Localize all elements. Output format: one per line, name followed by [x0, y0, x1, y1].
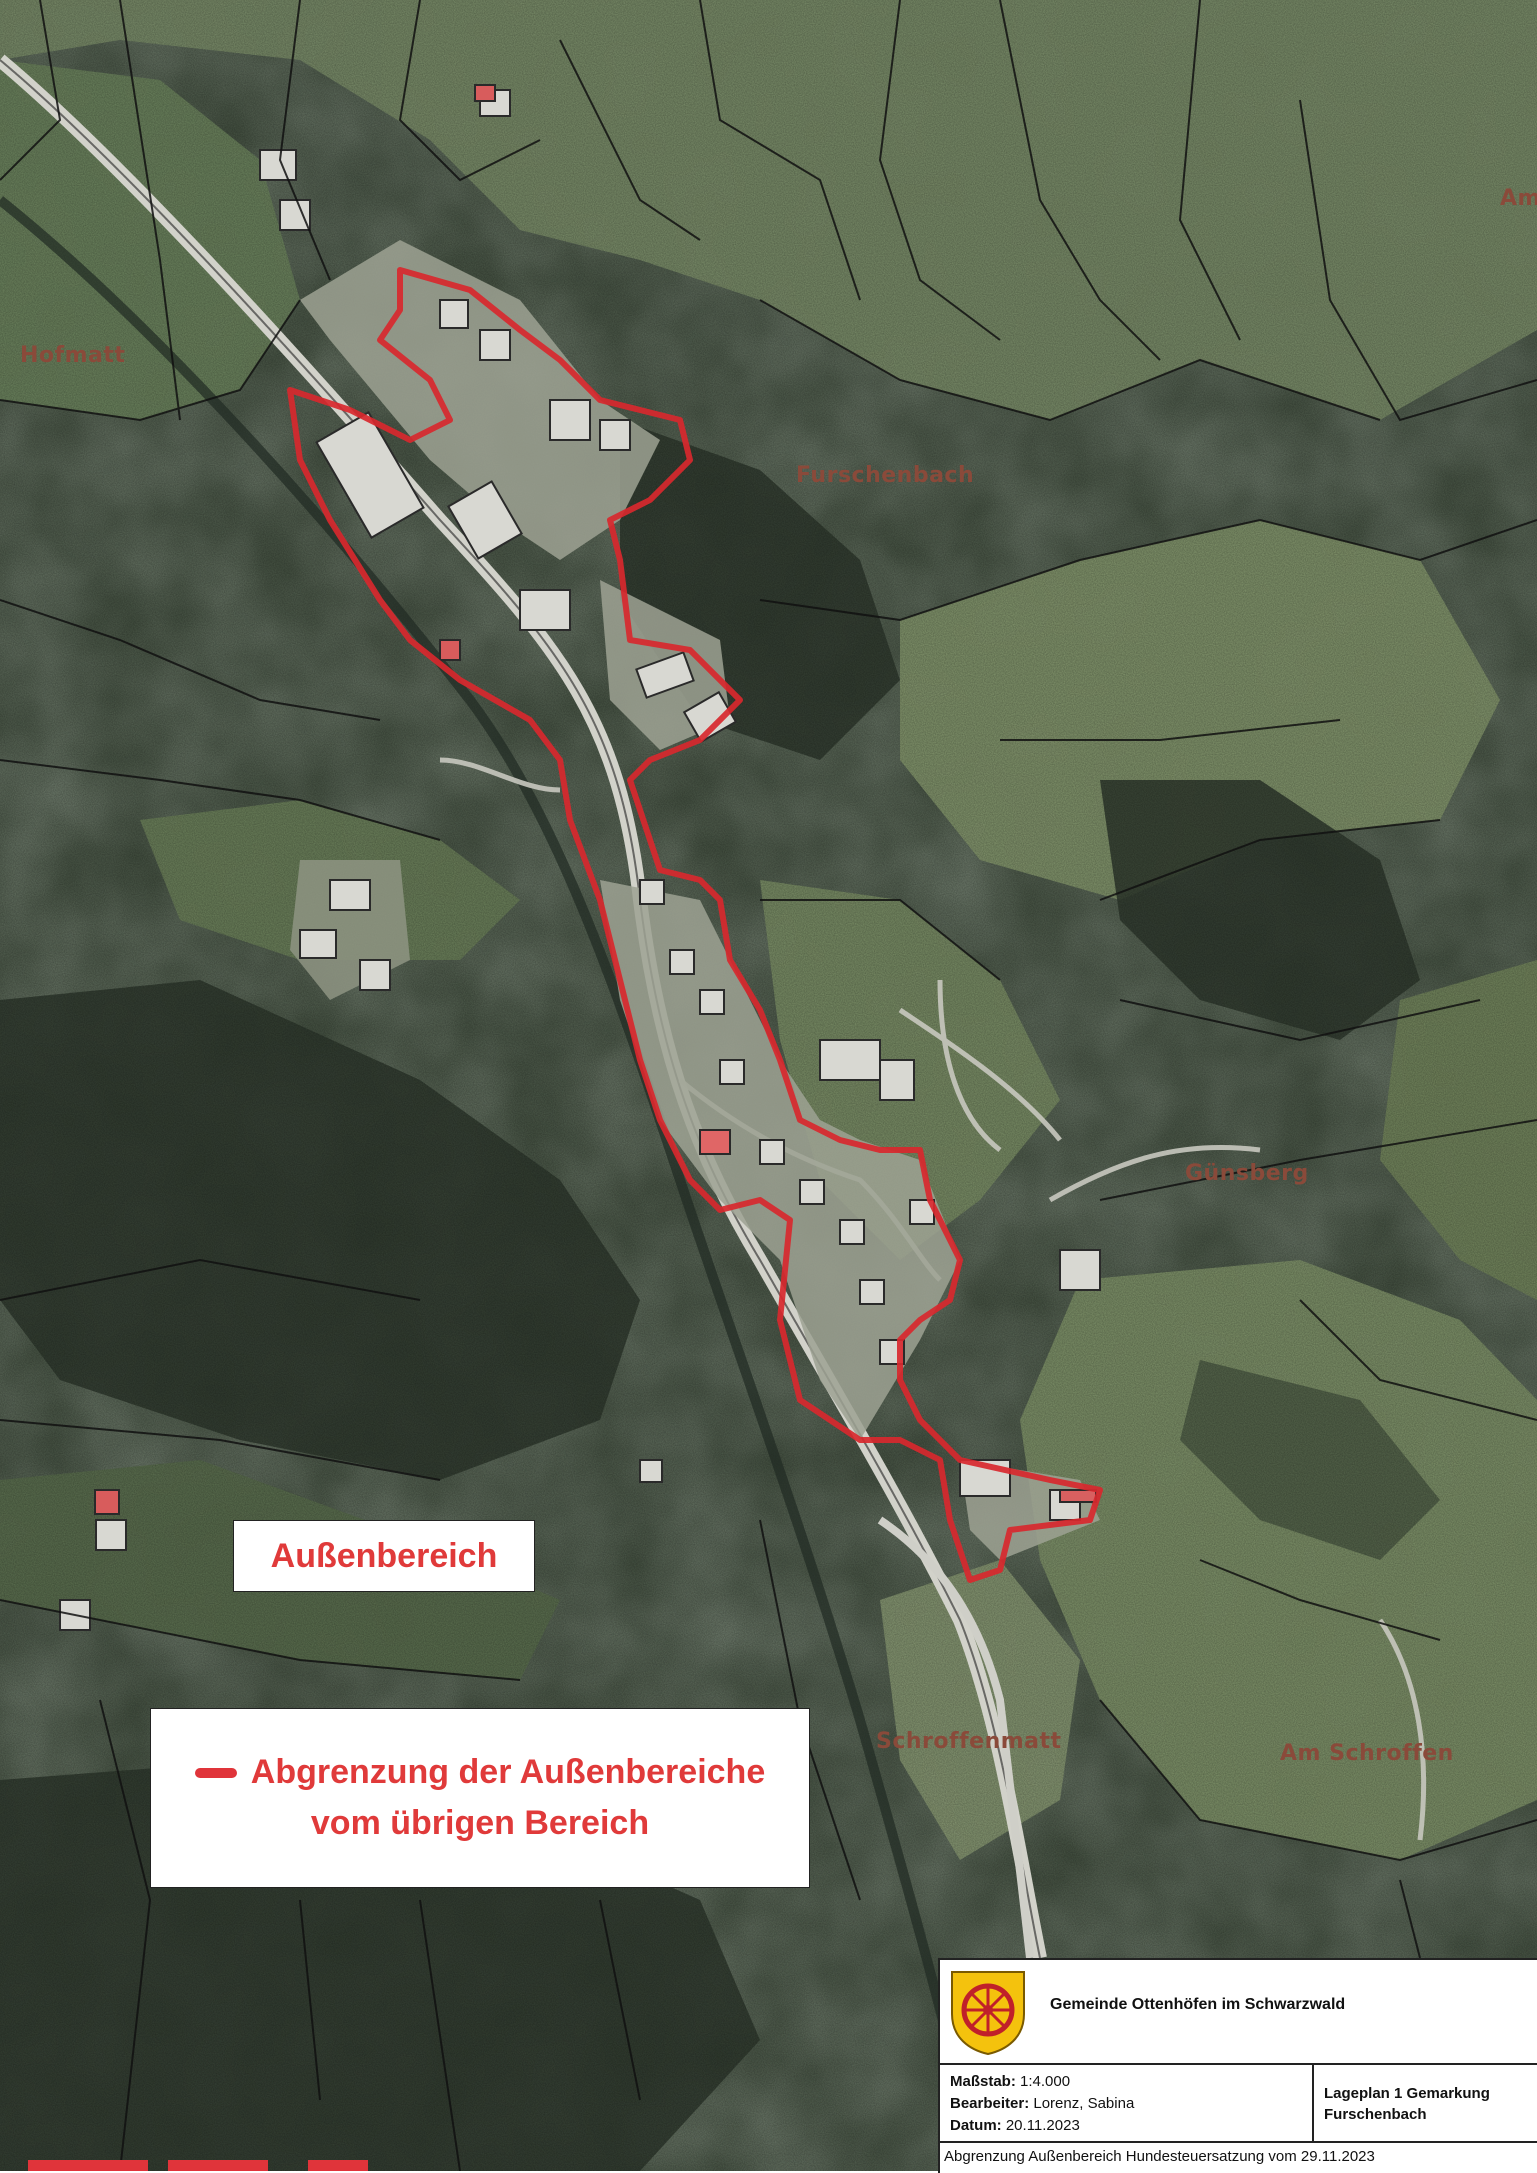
legend-text-line1: Abgrenzung der Außenbereiche	[250, 1753, 766, 1791]
place-label-guensberg: Günsberg	[1185, 1161, 1309, 1186]
buildings	[59, 84, 1101, 1631]
date-row: Datum: 20.11.2023	[950, 2116, 1080, 2134]
plan-title: Lageplan 1 Gemarkung Furschenbach	[1314, 2063, 1537, 2143]
plan-title-line2: Furschenbach	[1324, 2106, 1427, 2123]
organisation-name: Gemeinde Ottenhöfen im Schwarzwald	[1050, 1996, 1346, 2013]
plan-title-line1: Lageplan 1 Gemarkung	[1324, 2085, 1490, 2102]
stream	[0, 196, 985, 2171]
bottom-red-marks	[28, 2160, 368, 2171]
place-label-furschenbach: Furschenbach	[796, 463, 974, 488]
wheel-crest-icon	[951, 1971, 1025, 2056]
plan-footer: Abgrenzung Außenbereich Hundesteuersatzu…	[944, 2148, 1375, 2165]
plan-metadata: Maßstab: 1:4.000 Bearbeiter: Lorenz, Sab…	[940, 2063, 1314, 2143]
scale-row: Maßstab: 1:4.000	[950, 2073, 1071, 2090]
editor-row: Bearbeiter: Lorenz, Sabina	[950, 2094, 1135, 2112]
place-label-am: Am	[1500, 186, 1537, 211]
place-label-am-schroffen: Am Schroffen	[1280, 1741, 1454, 1766]
place-label-schroffenmatt: Schroffenmatt	[876, 1729, 1062, 1754]
scale-value: 1:4.000	[1020, 2073, 1071, 2090]
place-label-hofmatt: Hofmatt	[20, 343, 125, 368]
aussenbereich-text: Außenbereich	[270, 1536, 498, 1575]
title-block-header: Gemeinde Ottenhöfen im Schwarzwald	[940, 1960, 1537, 2065]
aussenbereich-label: Außenbereich	[233, 1520, 535, 1592]
legend: Abgrenzung der Außenbereiche vom übrigen…	[150, 1708, 810, 1888]
title-block: Gemeinde Ottenhöfen im Schwarzwald Maßst…	[938, 1958, 1537, 2173]
legend-text-line2: vom übrigen Bereich	[310, 1804, 650, 1842]
legend-row: Abgrenzung der Außenbereiche	[194, 1747, 766, 1798]
red-line-swatch-icon	[194, 1767, 237, 1778]
place-names: Am Hofmatt Furschenbach Günsberg Am Schr…	[20, 186, 1537, 1766]
side-road	[877, 1516, 1034, 1959]
boundary-outline	[287, 267, 1103, 1583]
editor-value: Lorenz, Sabina	[1033, 2094, 1135, 2112]
date-value: 20.11.2023	[1005, 2116, 1080, 2134]
